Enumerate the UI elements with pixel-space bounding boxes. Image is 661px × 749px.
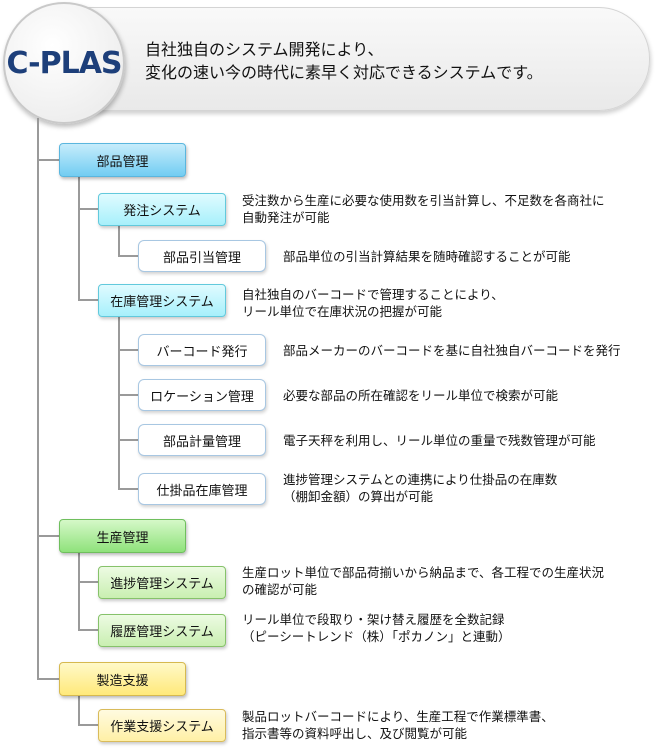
node-weighing-label: 部品計量管理 xyxy=(162,434,241,450)
node-barcode: バーコード発行 xyxy=(138,334,266,366)
node-work-support-label: 作業支援システム xyxy=(110,720,214,735)
connector-progress xyxy=(78,581,98,583)
desc-order-system-line-2: 自動発注が可能 xyxy=(242,210,330,225)
desc-order-system-line-1: 受注数から生産に必要な使用数を引当計算し、不足数を各商社に xyxy=(242,193,605,208)
desc-work-support: 製品ロットバーコードにより、生産工程で作業標準書、 指示書等の資料呼出し、及び閲… xyxy=(242,708,554,742)
desc-progress-system-line-2: の確認が可能 xyxy=(242,582,318,597)
desc-inventory-system-line-1: 自社独自のバーコードで管理することにより、 xyxy=(242,287,504,302)
parts-branch-line xyxy=(78,177,80,301)
category-manufacturing: 製造支援 xyxy=(59,662,186,696)
desc-progress-system: 生産ロット単位で部品荷揃いから納品まで、各工程での生産状況 の確認が可能 xyxy=(242,564,604,598)
connector-wip xyxy=(118,488,138,490)
desc-allocation: 部品単位の引当計算結果を随時確認することが可能 xyxy=(283,249,571,264)
desc-wip: 進捗管理システムとの連携により仕掛品の在庫数 （棚卸金額）の算出が可能 xyxy=(283,471,557,505)
desc-work-support-line-1: 製品ロットバーコードにより、生産工程で作業標準書、 xyxy=(242,709,554,724)
inventory-branch-line xyxy=(118,317,120,490)
category-parts-label: 部品管理 xyxy=(96,154,149,170)
connector-parts xyxy=(37,159,59,161)
desc-weighing: 電子天秤を利用し、リール単位の重量で残数管理が可能 xyxy=(283,433,596,448)
tagline: 自社独自のシステム開発により、 変化の速い今の時代に素早く対応できるシステムです… xyxy=(145,38,625,84)
tagline-line-2: 変化の速い今の時代に素早く対応できるシステムです。 xyxy=(145,63,543,82)
node-order-system-label: 発注システム xyxy=(123,204,201,219)
category-manufacturing-label: 製造支援 xyxy=(96,673,149,689)
category-production-label: 生産管理 xyxy=(96,530,149,546)
node-history-system: 履歴管理システム xyxy=(98,614,226,647)
order-branch-line xyxy=(118,226,120,256)
connector-barcode xyxy=(118,349,138,351)
connector-production xyxy=(37,535,59,537)
category-parts: 部品管理 xyxy=(59,143,186,177)
node-history-system-label: 履歴管理システム xyxy=(110,625,214,640)
node-wip: 仕掛品在庫管理 xyxy=(138,473,266,505)
node-location: ロケーション管理 xyxy=(138,379,266,411)
connector-weighing xyxy=(118,439,138,441)
connector-inventory xyxy=(78,299,98,301)
node-barcode-label: バーコード発行 xyxy=(156,344,248,360)
desc-barcode: 部品メーカーのバーコードを基に自社独自バーコードを発行 xyxy=(283,343,621,358)
node-inventory-system: 在庫管理システム xyxy=(98,284,226,317)
node-progress-system-label: 進捗管理システム xyxy=(110,577,214,592)
connector-order xyxy=(78,208,98,210)
manufacturing-branch-line xyxy=(78,696,80,726)
connector-history xyxy=(78,629,98,631)
connector-manufacturing xyxy=(37,678,59,680)
desc-inventory-system-line-2: リール単位で在庫状況の把握が可能 xyxy=(242,304,443,319)
trunk-line xyxy=(37,118,39,680)
connector-work xyxy=(78,724,98,726)
production-branch-line xyxy=(78,553,80,631)
desc-wip-line-1: 進捗管理システムとの連携により仕掛品の在庫数 xyxy=(283,472,558,487)
logo-text: C-PLAS xyxy=(6,45,122,81)
category-production: 生産管理 xyxy=(59,519,186,553)
node-work-support: 作業支援システム xyxy=(98,709,226,742)
desc-history-system-line-1: リール単位で段取り・架け替え履歴を全数記録 xyxy=(242,612,505,627)
node-progress-system: 進捗管理システム xyxy=(98,566,226,599)
connector-allocation xyxy=(118,255,138,257)
tagline-line-1: 自社独自のシステム開発により、 xyxy=(145,40,384,59)
desc-order-system: 受注数から生産に必要な使用数を引当計算し、不足数を各商社に 自動発注が可能 xyxy=(242,192,605,226)
node-allocation: 部品引当管理 xyxy=(138,240,266,272)
desc-location: 必要な部品の所在確認をリール単位で検索が可能 xyxy=(283,388,559,403)
desc-work-support-line-2: 指示書等の資料呼出し、及び閲覧が可能 xyxy=(242,726,468,741)
node-location-label: ロケーション管理 xyxy=(150,389,254,405)
logo-badge: C-PLAS xyxy=(3,2,125,124)
node-inventory-system-label: 在庫管理システム xyxy=(110,295,214,310)
node-weighing: 部品計量管理 xyxy=(138,424,266,456)
connector-location xyxy=(118,394,138,396)
desc-history-system-line-2: （ピーシートレンド（株）「ポカノン」と連動） xyxy=(242,629,511,644)
desc-inventory-system: 自社独自のバーコードで管理することにより、 リール単位で在庫状況の把握が可能 xyxy=(242,286,504,320)
node-allocation-label: 部品引当管理 xyxy=(162,250,241,266)
node-wip-label: 仕掛品在庫管理 xyxy=(156,483,248,499)
node-order-system: 発注システム xyxy=(98,193,226,226)
desc-history-system: リール単位で段取り・架け替え履歴を全数記録 （ピーシートレンド（株）「ポカノン」… xyxy=(242,611,511,645)
desc-progress-system-line-1: 生産ロット単位で部品荷揃いから納品まで、各工程での生産状況 xyxy=(242,565,605,580)
desc-wip-line-2: （棚卸金額）の算出が可能 xyxy=(283,489,434,504)
